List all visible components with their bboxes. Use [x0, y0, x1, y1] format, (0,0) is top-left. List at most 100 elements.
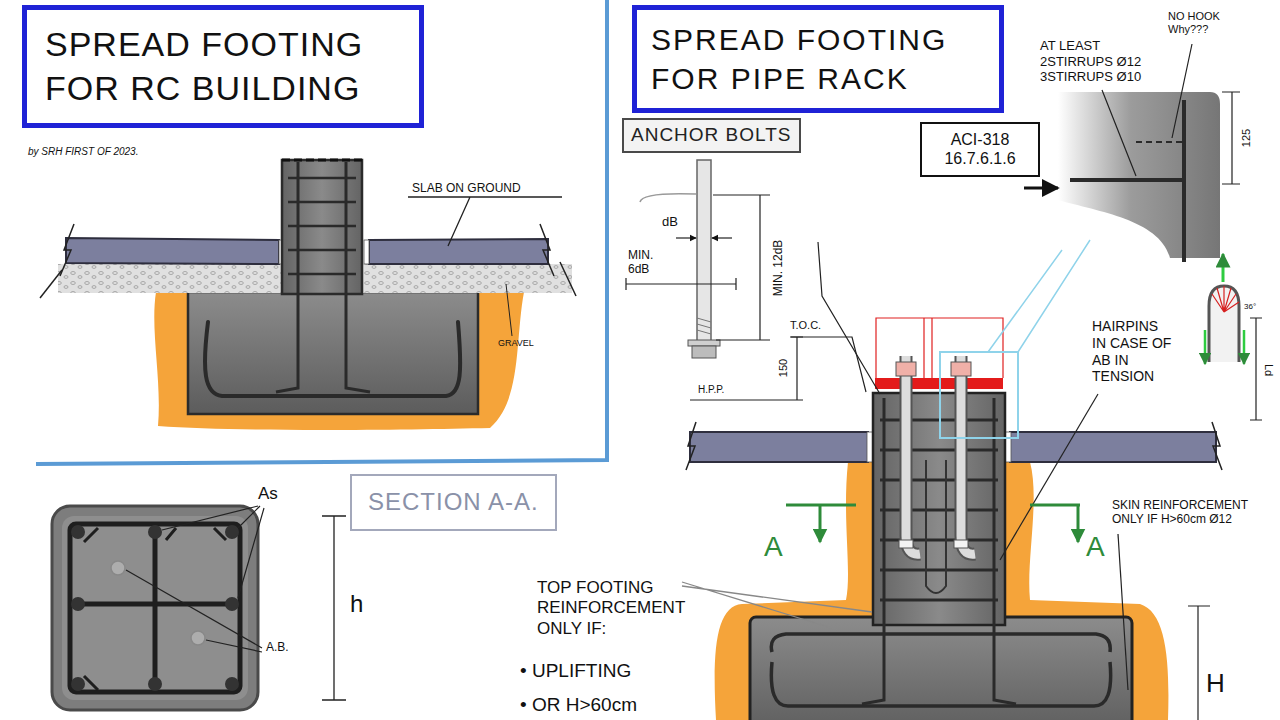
leader-line	[408, 197, 562, 246]
pipe-rack-footing-drawing	[880, 420, 998, 600]
note-text: AT LEAST 2STIRRUPS Ø12 3STIRRUPS Ø10	[1040, 38, 1154, 85]
dimension-line	[322, 516, 346, 700]
pipe-rack-footing-drawing	[1212, 422, 1222, 470]
leader-line	[162, 506, 264, 598]
rc-footing-drawing	[205, 322, 460, 396]
reference-arrow	[1024, 187, 1058, 190]
section-a-a-drawing	[84, 528, 226, 690]
panel-divider	[36, 0, 607, 464]
dimension-line	[690, 337, 803, 400]
heading-box: ANCHOR BOLTS	[622, 118, 801, 153]
anchor-bolt-detail	[688, 340, 720, 346]
leader-line	[818, 242, 880, 394]
leader-line	[1118, 534, 1128, 690]
section-a-a-drawing	[71, 677, 85, 691]
hairpin-icon	[1212, 286, 1239, 312]
pipe-rack-footing-drawing	[1010, 432, 1216, 462]
pipe-rack-footing-drawing	[926, 460, 946, 593]
section-a-a-drawing	[52, 506, 258, 710]
dimension-line	[1250, 318, 1262, 420]
section-a-a-drawing	[225, 677, 239, 691]
pipe-rack-footing-drawing	[690, 432, 868, 462]
rc-footing-drawing	[60, 224, 74, 276]
rebar-label: As	[258, 484, 278, 504]
bolt-label: A.B.	[266, 640, 289, 654]
dimension-line	[1188, 606, 1210, 720]
pipe-rack-footing-drawing	[771, 662, 1110, 706]
pipe-rack-footing-drawing	[906, 356, 920, 554]
dimension-line	[676, 237, 696, 238]
note-bullet: • OR H>60cm	[520, 694, 637, 717]
rc-footing-drawing	[40, 160, 576, 430]
dimension-label: H	[1206, 668, 1225, 699]
section-a-a-drawing	[62, 516, 248, 700]
section-a-a-drawing	[191, 631, 205, 645]
leader-line	[126, 570, 262, 652]
section-a-a-drawing	[52, 506, 258, 710]
section-a-a-drawing	[148, 677, 162, 691]
hairpin-icon	[1205, 254, 1244, 364]
section-marker	[1030, 504, 1080, 507]
hairpin-icon	[1209, 286, 1239, 362]
level-label: H.P.P.	[698, 384, 724, 396]
pipe-rack-footing-drawing	[771, 634, 1110, 652]
rc-footing-drawing	[40, 270, 62, 298]
box-text: SPREAD FOOTING FOR RC BUILDING	[45, 22, 401, 110]
rc-footing-drawing	[154, 292, 524, 430]
rc-footing-drawing	[364, 240, 369, 264]
section-label-box: SECTION A-A.	[350, 474, 557, 531]
rc-footing-drawing	[282, 160, 362, 294]
dimension-label: Ld	[1261, 364, 1274, 376]
section-a-a-drawing	[225, 525, 239, 539]
anchor-bolt-detail	[697, 318, 711, 334]
leader-line	[1000, 394, 1098, 560]
pipe-rack-footing-drawing	[906, 356, 920, 554]
anchor-bolt-detail	[640, 194, 696, 202]
rc-footing-drawing	[188, 292, 478, 414]
dimension-label: h	[350, 590, 363, 619]
callout-text: SLAB ON GROUND	[412, 181, 521, 195]
pipe-rack-footing-drawing	[686, 422, 696, 470]
dimension-line	[626, 278, 736, 290]
pipe-rack-footing-drawing	[961, 356, 975, 554]
rc-footing-drawing	[288, 178, 356, 274]
section-marker	[819, 505, 822, 542]
title-box: SPREAD FOOTING FOR PIPE RACK	[632, 5, 1004, 113]
pipe-rack-footing-drawing	[750, 617, 1132, 720]
section-a-a-drawing	[70, 524, 240, 692]
section-mark-label: A	[1086, 530, 1105, 564]
stirrup-detail	[1058, 92, 1220, 262]
dimension-label: dB	[662, 214, 678, 230]
note-text: SKIN REINFORCEMENT ONLY IF H>60cm Ø12	[1112, 498, 1264, 527]
reference-box: ACI-318 16.7.6.1.6	[920, 122, 1040, 177]
section-a-a-drawing	[148, 525, 162, 539]
note-text: HAIRPINS IN CASE OF AB IN TENSION	[1092, 318, 1174, 385]
zoom-line	[988, 240, 1090, 352]
leader-line	[506, 284, 512, 336]
dimension-line	[713, 195, 770, 340]
dimension-label: 125	[1240, 129, 1253, 147]
dimension-line	[1222, 92, 1240, 184]
rc-footing-drawing	[540, 224, 554, 276]
box-text: ANCHOR BOLTS	[631, 124, 792, 147]
section-mark-label: A	[764, 530, 783, 564]
callout-text: GRAVEL	[498, 338, 534, 349]
rc-footing-drawing	[560, 262, 576, 296]
rc-footing-drawing	[369, 239, 548, 264]
box-text: SPREAD FOOTING FOR PIPE RACK	[651, 20, 985, 98]
rc-footing-drawing	[276, 162, 370, 392]
dimension-label: 150	[777, 359, 790, 377]
section-a-a-drawing	[111, 561, 125, 575]
section-a-a-drawing	[225, 597, 239, 611]
stirrup-detail	[1058, 92, 1220, 258]
note-text: NO HOOK Why???	[1168, 10, 1226, 36]
angle-label: 36°	[1244, 302, 1256, 312]
dimension-label: MIN. 12dB	[771, 240, 785, 297]
leader-line	[682, 582, 872, 630]
section-marker	[1077, 505, 1080, 542]
level-label: T.O.C.	[790, 319, 821, 332]
dimension-line	[712, 237, 732, 238]
anchor-bolt-detail	[692, 346, 716, 358]
hairpin-icon	[1204, 330, 1207, 364]
